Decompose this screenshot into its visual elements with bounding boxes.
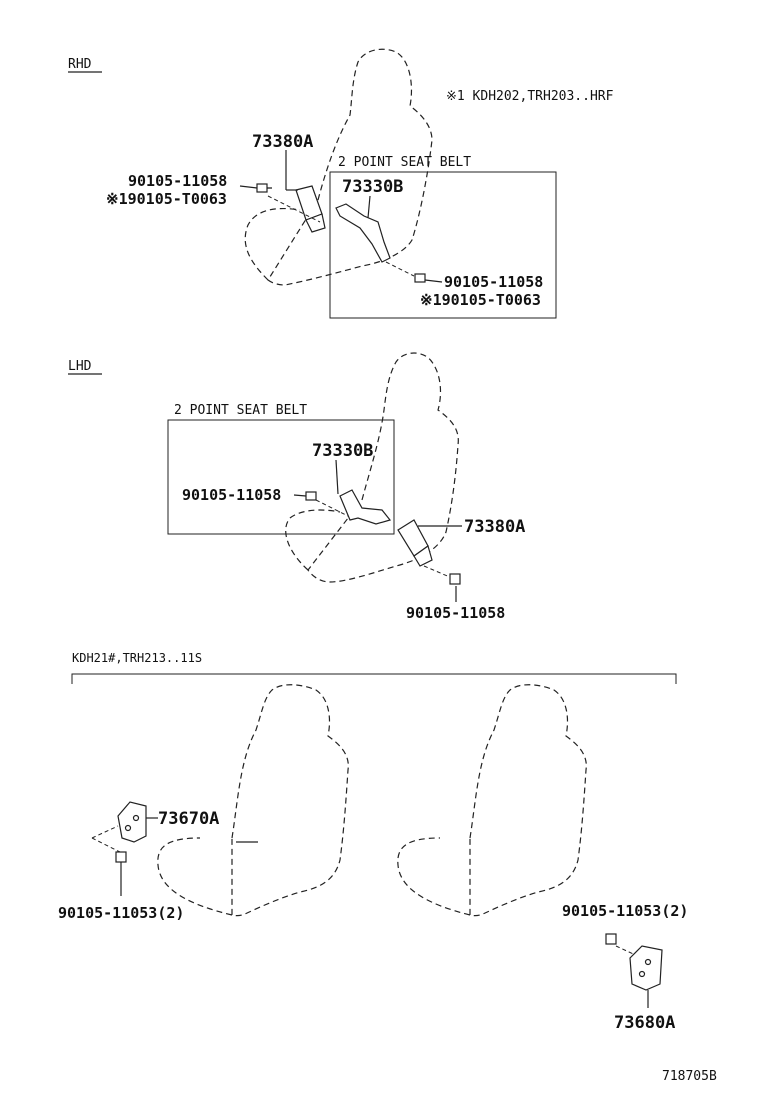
lhd-seat-outline <box>285 352 459 583</box>
rhd-box-bolt-alt: ※190105-T0063 <box>420 291 541 309</box>
kdh-left-bracket <box>117 801 147 843</box>
kdh-heading: KDH21#,TRH213..11S <box>72 651 202 665</box>
kdh-right-bracket-part: 73680A <box>614 1013 675 1033</box>
lhd-two-point-box <box>167 419 395 535</box>
lhd-bolt <box>449 573 461 585</box>
kdh-right-bolt: 90105-11053(2) <box>562 902 688 920</box>
rhd-bolt-main: 90105-11058 <box>128 172 227 190</box>
rhd-seat-belt-part: 73380A <box>252 132 313 152</box>
rhd-seat-outline <box>244 48 433 286</box>
kdh-left-seat-outline <box>157 684 349 917</box>
lhd-box-bolt: 90105-11058 <box>182 486 281 504</box>
rhd-heading: RHD <box>68 57 92 72</box>
lhd-belt-buckle <box>397 519 433 567</box>
rhd-note: ※1 KDH202,TRH203..HRF <box>446 89 614 104</box>
kdh-left-bracket-part: 73670A <box>158 809 219 829</box>
lhd-bolt: 90105-11058 <box>406 604 505 622</box>
rhd-two-point-box <box>329 171 557 319</box>
kdh-bracket-line <box>71 673 677 684</box>
lhd-box-belt <box>339 489 392 525</box>
rhd-box-bolt-main: 90105-11058 <box>444 273 543 291</box>
rhd-belt-buckle <box>295 185 326 233</box>
kdh-right-seat-outline <box>397 684 587 917</box>
rhd-bolt-alt: ※190105-T0063 <box>106 190 227 208</box>
lhd-section: LHD 2 POINT SEAT BELT 73330B 90105-11058… <box>68 352 525 622</box>
rhd-box-bolt <box>414 273 426 283</box>
kdh-right-bracket <box>629 945 663 991</box>
rhd-box-belt-part: 73330B <box>342 177 403 197</box>
kdh-left-bolt: 90105-11053(2) <box>58 904 184 922</box>
rhd-box-belt <box>335 203 391 263</box>
rhd-bolt-left <box>256 183 272 193</box>
lhd-heading: LHD <box>68 359 92 374</box>
lhd-box-title: 2 POINT SEAT BELT <box>174 403 307 418</box>
kdh-right-bolt <box>605 933 617 945</box>
lhd-seat-belt-part: 73380A <box>464 517 525 537</box>
lhd-box-bolt <box>305 491 317 501</box>
drawing-code: 718705B <box>662 1069 717 1084</box>
kdh-section: KDH21#,TRH213..11S 73670A 90105-11053(2)… <box>58 651 688 1033</box>
rhd-section: RHD ※1 KDH202,TRH203..HRF 73380A 90105-1… <box>68 48 614 319</box>
kdh-left-bolt <box>115 851 127 863</box>
rhd-box-title: 2 POINT SEAT BELT <box>338 155 471 170</box>
lhd-box-belt-part: 73330B <box>312 441 373 461</box>
